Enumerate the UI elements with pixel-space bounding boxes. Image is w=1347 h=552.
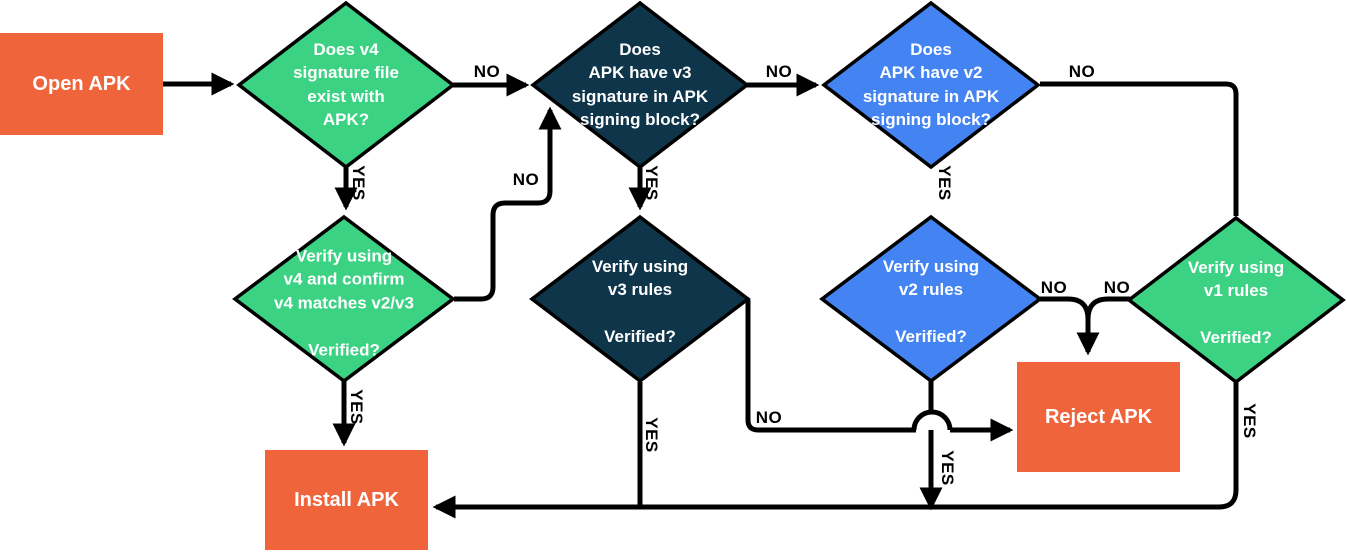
- edge-label-yes-v4exists: YES: [349, 165, 368, 201]
- node-v4-exists-shape: [236, 0, 456, 170]
- edge-label-yes-v2verify: YES: [938, 450, 957, 486]
- line-hop: [911, 409, 953, 431]
- edge-v2block-no: [1040, 81, 1239, 216]
- edge-label-yes-v3block: YES: [642, 165, 661, 201]
- node-install-apk-shape: [265, 450, 428, 550]
- edge-label-yes-v1verify: YES: [1240, 403, 1259, 439]
- edge-label-no-v3block: NO: [765, 62, 793, 81]
- edge-v2verify-no: [1040, 296, 1100, 356]
- edge-label-no-v4verify: NO: [512, 170, 540, 189]
- edge-label-no-v2block: NO: [1068, 62, 1096, 81]
- edge-label-yes-v3verify: YES: [642, 417, 661, 453]
- node-v3-verify-shape: [529, 214, 751, 384]
- node-v3-block-shape: [530, 0, 750, 170]
- node-install-apk-label: Install APK: [294, 488, 399, 511]
- node-v4-verify-shape: [232, 214, 456, 384]
- node-v1-verify-shape: [1126, 215, 1346, 385]
- node-v2-block-shape: [821, 0, 1041, 170]
- edge-label-no-v2verify: NO: [1040, 278, 1068, 297]
- node-open-apk-shape: [0, 33, 163, 135]
- edge-v1verify-no: [1085, 296, 1130, 320]
- edge-label-yes-v4verify: YES: [347, 389, 366, 425]
- node-v2-verify-shape: [819, 214, 1043, 384]
- node-reject-apk-label: Reject APK: [1044, 405, 1153, 428]
- edge-label-no-v1verify: NO: [1103, 278, 1131, 297]
- node-open-apk-label: Open APK: [32, 72, 131, 95]
- edge-label-no-v3verify: NO: [755, 408, 783, 427]
- edge-v4verify-no-scurve: [454, 106, 562, 302]
- node-reject-apk-shape: [1017, 362, 1180, 472]
- edge-label-no-v4exists: NO: [473, 62, 501, 81]
- edge-v3verify-no-a: [745, 300, 916, 433]
- edge-label-yes-v2block: YES: [935, 165, 954, 201]
- edge-v1verify-yes-to-install: [432, 382, 1239, 519]
